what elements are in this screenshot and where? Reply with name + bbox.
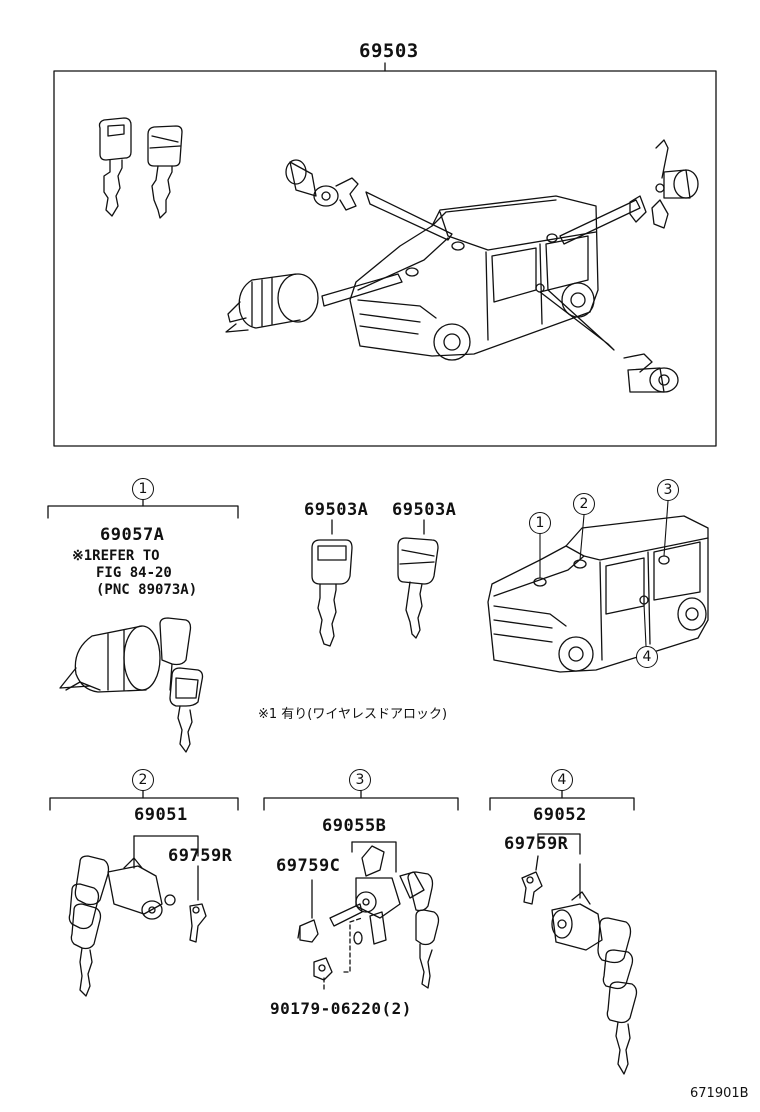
top-ignition-cylinder: [225, 273, 319, 333]
key-transponder-right: [397, 537, 439, 639]
arrow-back-door: [539, 289, 615, 351]
top-door-lock-right: [629, 139, 699, 229]
arrow-right-door: [559, 199, 641, 245]
key-part-number-left: 69503A: [304, 500, 369, 520]
group2-callout: 2: [132, 769, 154, 791]
group3-retainer: [297, 919, 319, 943]
group1-note-line3: (PNC 89073A): [96, 582, 198, 598]
vehicle-callout-4: 4: [636, 646, 658, 668]
top-key-right: [147, 125, 183, 219]
key-part-number-right: 69503A: [392, 500, 457, 520]
footnote: ※1 有り(ワイヤレスドアロック): [258, 707, 448, 722]
group2-retainer: [189, 903, 207, 943]
group1-part-number: 69057A: [100, 525, 165, 545]
group4-part-number: 69052: [533, 805, 587, 825]
group2-sub-part-number: 69759R: [168, 846, 233, 866]
top-part-number: 69503: [359, 40, 419, 62]
reference-vehicle: [487, 515, 709, 673]
group1-bracket: [47, 505, 239, 519]
group3-bracket: [263, 797, 459, 811]
group3-part-number: 69055B: [322, 816, 387, 836]
group3-sub-part-number: 69759C: [276, 856, 341, 876]
group4-retainer: [521, 871, 543, 905]
arrow-ignition: [321, 273, 403, 307]
top-back-door-lock: [623, 353, 679, 393]
group1-note-line2: FIG 84-20: [96, 565, 172, 581]
group3-door-lock: [329, 845, 440, 989]
group3-bolt-number: 90179-06220(2): [270, 999, 412, 1018]
top-vehicle: [349, 195, 599, 361]
group1-callout: 1: [132, 478, 154, 500]
group2-part-number: 69051: [134, 805, 188, 825]
group4-sub-part-number: 69759R: [504, 834, 569, 854]
group1-note-line1: ※1REFER TO: [72, 548, 160, 564]
group2-bracket: [49, 797, 239, 811]
group3-bolt: [313, 957, 333, 981]
group3-callout: 3: [349, 769, 371, 791]
top-key-left: [98, 117, 132, 217]
group4-callout: 4: [551, 769, 573, 791]
vehicle-callout-3: 3: [657, 479, 679, 501]
top-door-lock-front: [285, 159, 359, 211]
group2-door-lock: [68, 855, 176, 997]
group4-door-lock: [551, 891, 638, 1075]
arrow-front-door: [365, 191, 453, 241]
key-transponder-left: [311, 539, 353, 647]
vehicle-callout-1: 1: [529, 512, 551, 534]
group1-ignition-cylinder: [59, 617, 204, 753]
diagram-code: 671901B: [690, 1086, 749, 1101]
vehicle-callout-2: 2: [573, 493, 595, 515]
